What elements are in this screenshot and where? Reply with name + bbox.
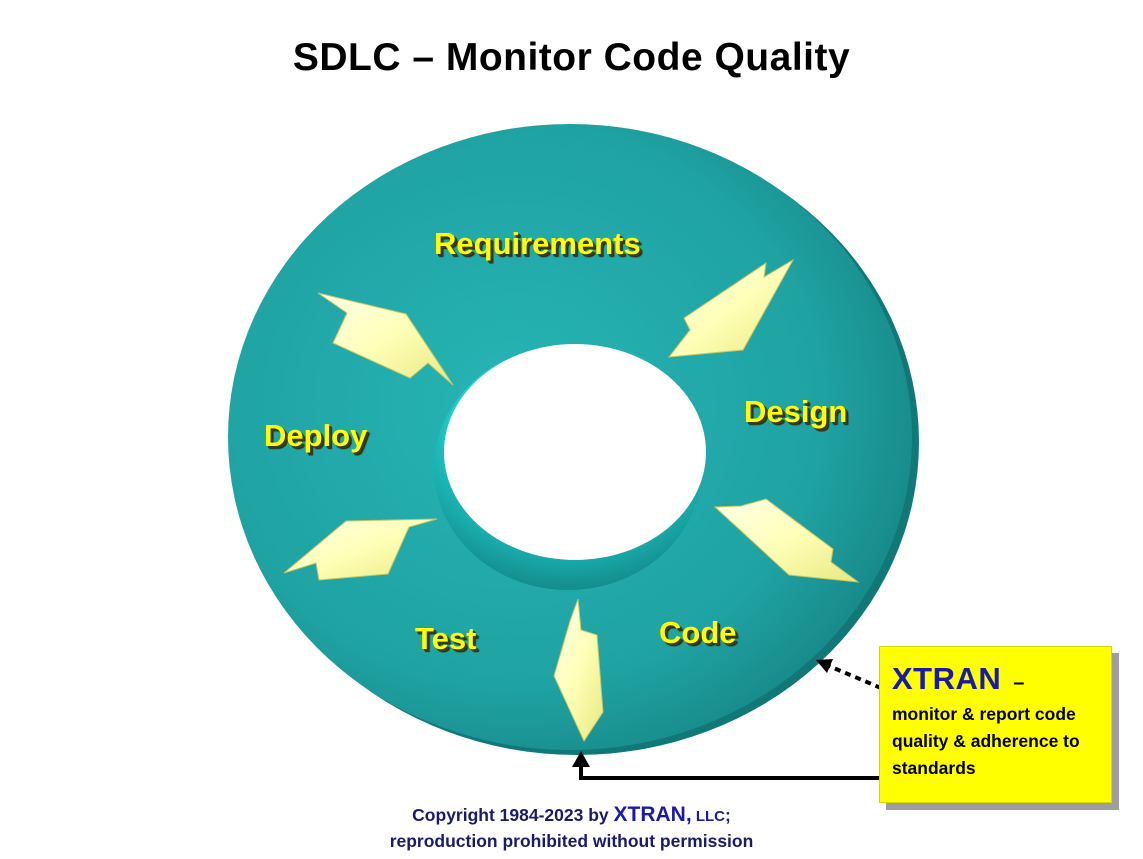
callout-dotted-connector — [828, 664, 882, 690]
callout-description: monitor & report code quality & adherenc… — [892, 704, 1080, 778]
diagram-title: SDLC – Monitor Code Quality — [292, 36, 851, 79]
copyright-llc: LLC — [691, 808, 725, 825]
stage-code: Code — [659, 615, 737, 650]
solid-arrowhead — [572, 751, 590, 767]
arrow-deploy-to-requirements — [317, 292, 454, 386]
stage-design: Design — [744, 394, 848, 429]
callout-solid-connector — [579, 765, 879, 780]
copyright-suffix: ; — [725, 805, 731, 825]
stage-requirements: Requirements — [434, 226, 641, 261]
callout-dash: – — [1013, 672, 1025, 694]
copyright-notice: Copyright 1984-2023 by XTRAN, LLC; repro… — [0, 803, 1143, 853]
stage-deploy: Deploy — [264, 418, 368, 453]
copyright-line-1: Copyright 1984-2023 by XTRAN, LLC; — [0, 803, 1143, 829]
xtran-callout: XTRAN – monitor & report code quality & … — [879, 646, 1112, 803]
stage-test: Test — [415, 621, 477, 656]
copyright-prefix: Copyright 1984-2023 by — [412, 805, 614, 825]
copyright-line-2: reproduction prohibited without permissi… — [389, 831, 754, 851]
arrow-requirements-to-design — [667, 258, 795, 358]
copyright-brand: XTRAN, — [613, 803, 692, 826]
arrow-test-to-deploy — [283, 518, 438, 581]
dotted-arrowhead — [816, 659, 833, 673]
arrow-code-to-test — [553, 598, 604, 743]
arrow-design-to-code — [713, 498, 860, 583]
ring-hole — [444, 344, 706, 560]
callout-brand: XTRAN — [892, 661, 1002, 696]
